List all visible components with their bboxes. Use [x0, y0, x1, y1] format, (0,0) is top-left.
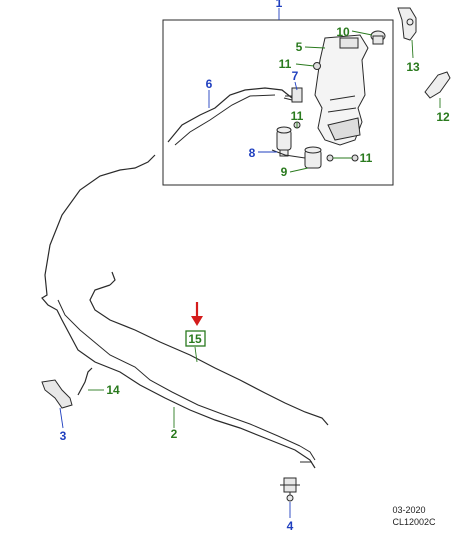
leader-11a: [295, 63, 315, 67]
callout-14: 14: [106, 383, 120, 397]
level-sensor: [283, 87, 303, 103]
callout-2: 2: [171, 427, 178, 441]
leader-10: [351, 30, 373, 36]
callout-13: 13: [406, 60, 420, 74]
callout-15: 15: [188, 332, 202, 346]
inset-hose: [167, 87, 293, 143]
footer-code: CL12002C: [392, 517, 436, 527]
highlight-box-15: [185, 330, 206, 347]
main-hose-parallel: [57, 299, 301, 447]
callout-11c: 11: [360, 151, 373, 165]
callout-8: 8: [249, 146, 256, 160]
callout-1: 1: [276, 0, 283, 10]
leader-13: [411, 39, 414, 59]
washer-pump-rear: [304, 146, 322, 169]
callout-11a: 11: [279, 57, 292, 71]
leader-3: [59, 407, 64, 429]
callout-9: 9: [281, 165, 288, 179]
bracket-13: [397, 7, 417, 41]
inset-frame: [162, 19, 394, 186]
callout-6: 6: [206, 77, 213, 91]
main-hose-end: [299, 445, 316, 463]
nozzle-3: [41, 379, 73, 409]
callout-7: 7: [292, 69, 299, 83]
callout-10: 10: [336, 25, 350, 39]
main-hose: [41, 154, 316, 469]
footer-date: 03-2020: [392, 505, 425, 515]
leader-9: [289, 167, 309, 173]
highlight-arrow: [191, 302, 203, 326]
hose-14: [77, 367, 93, 396]
callout-4: 4: [287, 519, 294, 533]
callout-11b: 11: [291, 109, 304, 123]
hose-end-12: [424, 71, 451, 99]
washer-reservoir: [314, 34, 369, 146]
nozzle-4: [280, 477, 300, 502]
callout-3: 3: [60, 429, 67, 443]
leader-15: [194, 346, 198, 363]
callout-12: 12: [436, 110, 450, 124]
filler-cap: [370, 30, 386, 45]
inset-hose-2: [174, 94, 276, 146]
callout-5: 5: [296, 40, 303, 54]
leader-7: [294, 81, 298, 91]
rear-hose-15: [89, 284, 329, 426]
rear-hose-15-connector: [109, 271, 116, 286]
leader-5: [304, 46, 326, 49]
washer-pump-front: [276, 126, 292, 157]
